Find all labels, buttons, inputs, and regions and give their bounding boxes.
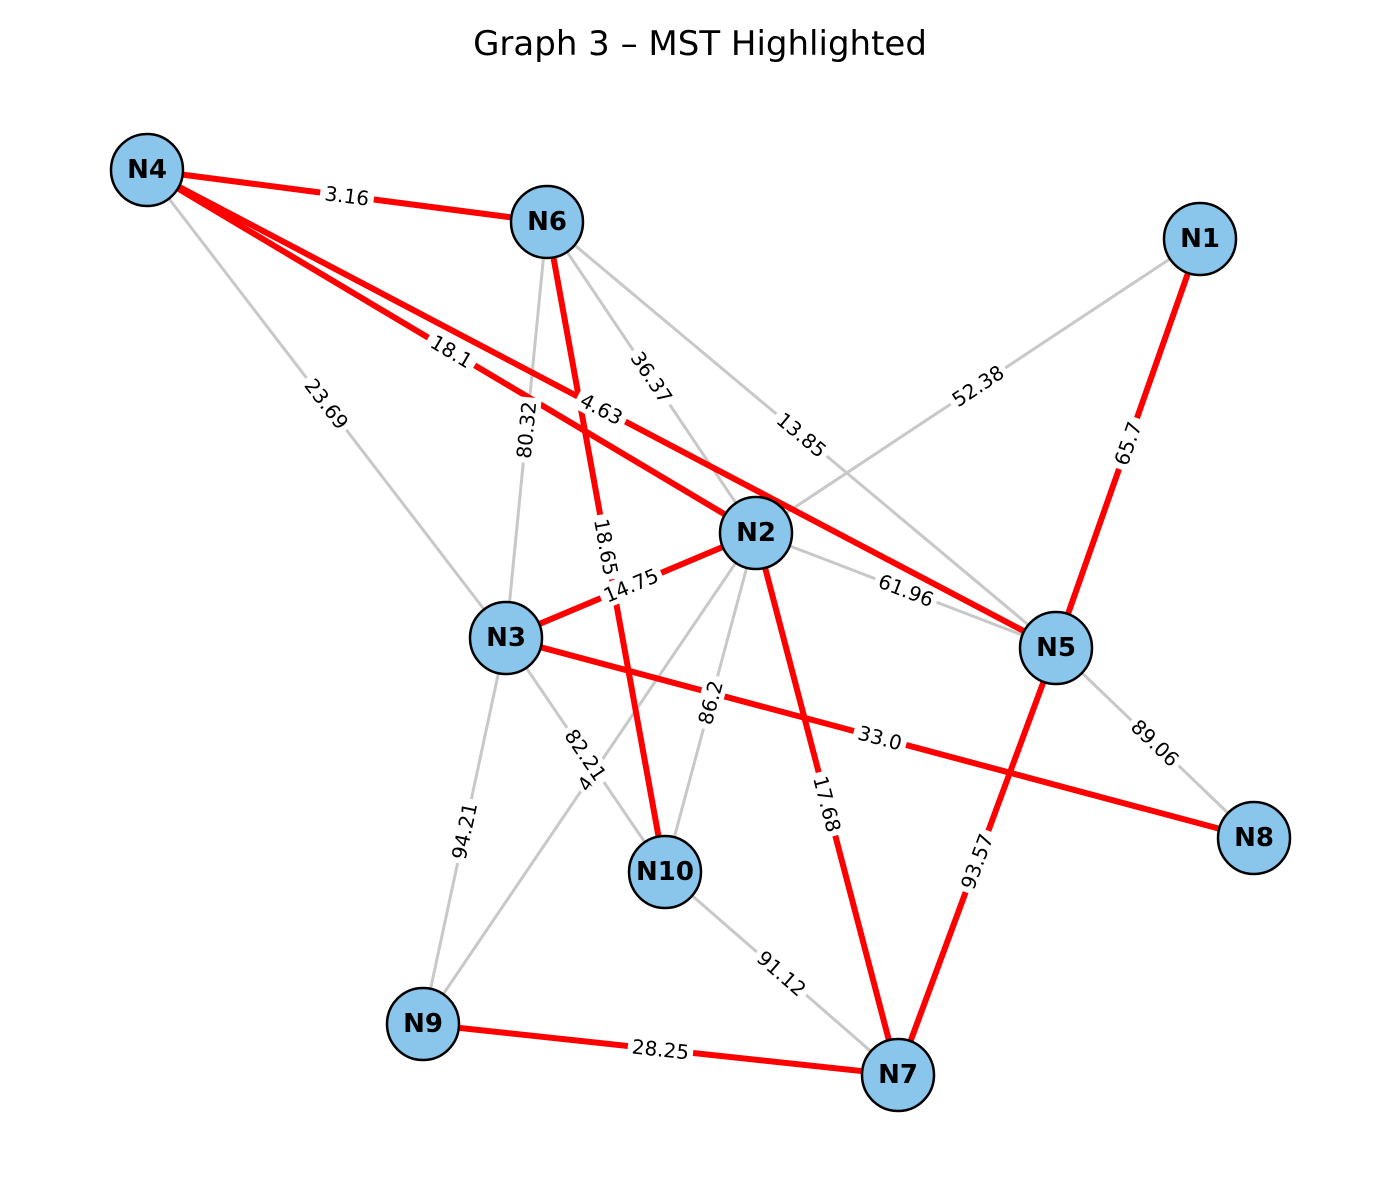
edge-weight-label: 3.16 xyxy=(323,181,370,211)
edge-label-background xyxy=(445,796,484,866)
edge-label-background xyxy=(588,512,624,582)
node-circle xyxy=(1162,201,1238,277)
edge-label-background xyxy=(422,327,481,376)
node-n6: N6 xyxy=(509,184,585,260)
node-label: N9 xyxy=(403,1009,443,1039)
node-n5: N5 xyxy=(1018,610,1094,686)
edge-weight-label: 52.38 xyxy=(948,360,1009,412)
node-circle xyxy=(860,1037,936,1113)
edge-label-background xyxy=(626,1034,695,1065)
edge-label-background xyxy=(623,343,680,412)
edge-label-n6-n10: 18.65 xyxy=(588,512,624,582)
node-label: N7 xyxy=(878,1060,918,1090)
edge-label-background xyxy=(596,561,666,610)
edge-label-background xyxy=(691,673,730,732)
edge-weight-label: 18.65 xyxy=(589,517,623,578)
node-n1: N1 xyxy=(1162,201,1238,277)
edge-label-n6-n2: 36.37 xyxy=(623,343,680,412)
edge-label-background xyxy=(511,396,542,464)
node-n2: N2 xyxy=(718,495,794,571)
node-circle xyxy=(109,132,185,208)
edge-label-n9-n7: 28.25 xyxy=(626,1034,695,1065)
edge-weight-label: 61.96 xyxy=(875,569,937,612)
edge-label-n6-n3: 80.32 xyxy=(511,396,542,464)
node-circle xyxy=(627,834,703,910)
edge-weight-label: 13.85 xyxy=(772,407,831,462)
node-label: N6 xyxy=(527,207,567,237)
edge-weight-label: 36.37 xyxy=(626,347,678,408)
node-label: N1 xyxy=(1180,224,1220,254)
edge-label-background xyxy=(297,370,356,438)
edge-label-background xyxy=(748,942,815,1005)
node-n9: N9 xyxy=(385,986,461,1062)
edge-label-background xyxy=(572,385,631,433)
edge-label-background xyxy=(557,721,614,789)
edge-label-background xyxy=(954,826,1000,897)
node-label: N10 xyxy=(636,857,694,887)
edge-label-n3-n9: 94.21 xyxy=(445,796,484,866)
edge-label-n1-n5: 65.7 xyxy=(1107,414,1149,473)
node-n4: N4 xyxy=(109,132,185,208)
edge-label-n2-n5: 61.96 xyxy=(871,567,941,614)
edge-weight-label: 28.25 xyxy=(631,1035,691,1065)
edge-label-n2-n10: 86.2 xyxy=(691,673,730,732)
edge-label-n1-n2: 52.38 xyxy=(944,357,1012,415)
edge-label-n4-n6: 3.16 xyxy=(318,180,376,212)
node-circle xyxy=(468,600,544,676)
edge-weight-label: 91.12 xyxy=(752,946,811,1002)
edge-weight-label: 33.0 xyxy=(855,721,904,756)
edge-label-n4-n3: 23.69 xyxy=(297,370,356,438)
node-circle xyxy=(718,495,794,571)
node-circle xyxy=(509,184,585,260)
edge-label-n6-n5: 13.85 xyxy=(768,404,835,466)
node-circle xyxy=(1216,800,1292,876)
edge-label-n5-n7: 93.57 xyxy=(954,826,1000,897)
edge-label-background xyxy=(1123,711,1187,775)
edge-label-background xyxy=(318,180,376,212)
edge-label-n4-n2: 18.1 xyxy=(422,327,481,376)
node-label: N5 xyxy=(1036,633,1076,663)
edge-weight-label: 17.68 xyxy=(808,773,846,834)
edge-weight-label: 23.69 xyxy=(300,374,354,434)
edge-label-n2-n7: 17.68 xyxy=(807,769,847,839)
node-circle xyxy=(385,986,461,1062)
edge-weight-label: 65.7 xyxy=(1109,419,1146,469)
node-n10: N10 xyxy=(627,834,703,910)
edge-label-n10-n7: 91.12 xyxy=(748,942,815,1005)
edges-layer xyxy=(145,167,1256,1078)
edge-weight-label: 94.21 xyxy=(447,800,483,861)
edge-label-background xyxy=(871,567,941,614)
node-n8: N8 xyxy=(1216,800,1292,876)
edge-label-background xyxy=(807,769,847,839)
node-label: N4 xyxy=(127,155,167,185)
node-label: N2 xyxy=(736,518,776,548)
edge-label-n3-n8: 33.0 xyxy=(850,719,910,757)
edge-label-background xyxy=(768,404,835,466)
node-n3: N3 xyxy=(468,600,544,676)
chart-title: Graph 3 – MST Highlighted xyxy=(473,24,927,64)
edge-weight-label: 93.57 xyxy=(956,830,998,892)
edge-weight-label: 89.06 xyxy=(1126,715,1184,772)
node-n7: N7 xyxy=(860,1037,936,1113)
node-label: N3 xyxy=(486,623,526,653)
edge-label-background xyxy=(1107,414,1149,473)
node-label: N8 xyxy=(1234,823,1274,853)
node-circle xyxy=(1018,610,1094,686)
edge-label-n5-n8: 89.06 xyxy=(1123,711,1187,775)
edge-weight-label: 80.32 xyxy=(512,400,542,459)
edge-label-background xyxy=(850,719,910,757)
edge-weight-label: 86.2 xyxy=(693,678,728,727)
edge-label-background xyxy=(944,357,1012,415)
